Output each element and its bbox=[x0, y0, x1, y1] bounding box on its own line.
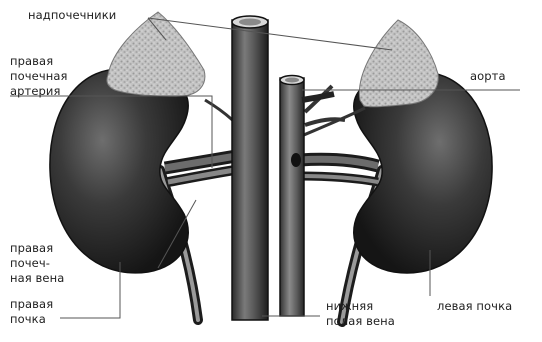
label-right-renal-artery-line-3: артерия bbox=[10, 85, 61, 98]
label-right-renal-artery-line-1: правая bbox=[10, 55, 53, 68]
label-adrenal-glands: надпочечники bbox=[28, 9, 116, 22]
label-aorta: аорта bbox=[470, 70, 506, 83]
label-ivc-line-2: полая вена bbox=[326, 315, 395, 328]
label-right-renal-vein-line-1: правая bbox=[10, 242, 53, 255]
right-adrenal-shape bbox=[107, 12, 205, 96]
renal-vessels bbox=[165, 86, 378, 182]
ivc-shape bbox=[232, 16, 268, 320]
label-right-renal-vein-line-2: почеч- bbox=[10, 257, 50, 270]
label-right-kidney-line-1: правая bbox=[10, 298, 53, 311]
label-right-renal-vein-line-3: ная вена bbox=[10, 272, 64, 285]
left-adrenal-shape bbox=[359, 20, 438, 107]
label-left-kidney: левая почка bbox=[437, 300, 512, 313]
label-right-renal-artery-line-2: почечная bbox=[10, 70, 68, 83]
label-ivc-line-1: нижняя bbox=[326, 300, 373, 313]
label-right-kidney-line-2: почка bbox=[10, 313, 46, 326]
